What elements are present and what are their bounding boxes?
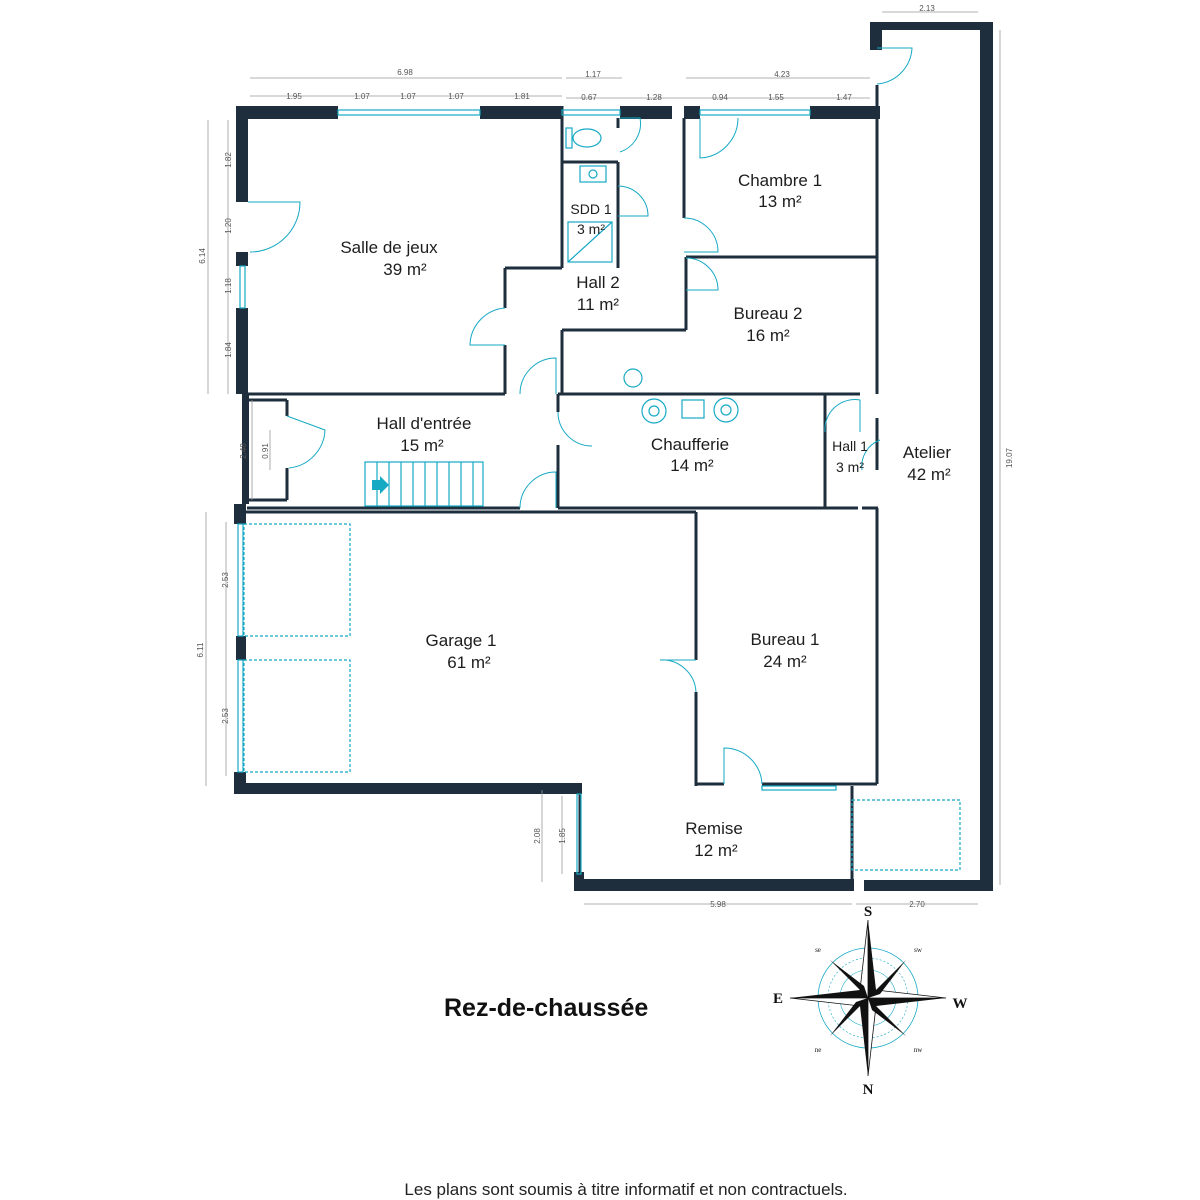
dim-left-b: 1.20 xyxy=(224,218,233,234)
dim-top-a: 1.95 xyxy=(286,92,302,101)
dim-bottom-b: 2.70 xyxy=(909,900,925,909)
dim-left-total: 6.14 xyxy=(198,248,207,264)
room-hall1-area: 3 m² xyxy=(836,459,864,475)
room-labels: Salle de jeux 39 m² SDD 1 3 m² Chambre 1… xyxy=(340,171,951,860)
room-hall1-name: Hall 1 xyxy=(832,438,868,454)
dim-top-c: 1.07 xyxy=(400,92,416,101)
dim-left-d: 1.84 xyxy=(224,342,233,358)
dim-top-total: 6.98 xyxy=(397,68,413,77)
room-hall2-name: Hall 2 xyxy=(576,273,619,292)
dim-right-total: 19.07 xyxy=(1005,447,1014,468)
dim-sdd-a: 0.67 xyxy=(581,93,597,102)
room-salle-de-jeux-area: 39 m² xyxy=(383,260,427,279)
room-chaufferie-area: 14 m² xyxy=(670,456,714,475)
room-atelier-name: Atelier xyxy=(903,443,952,462)
dimension-labels: 6.98 1.95 1.07 1.07 1.07 1.81 1.17 0.67 … xyxy=(196,4,1014,909)
dim-garage-a: 2.53 xyxy=(221,572,230,588)
compass-east: E xyxy=(773,991,783,1007)
room-hall-entree-area: 15 m² xyxy=(400,436,444,455)
dim-left-a: 1.82 xyxy=(224,152,233,168)
dim-ch-c: 1.47 xyxy=(836,93,852,102)
windows xyxy=(237,109,961,875)
dim-top-e: 1.81 xyxy=(514,92,530,101)
room-garage1-area: 61 m² xyxy=(447,653,491,672)
dim-garage-b: 2.53 xyxy=(221,708,230,724)
plan-title: Rez-de-chaussée xyxy=(444,994,649,1022)
dim-sdd-b: 1.28 xyxy=(646,93,662,102)
plan-disclaimer: Les plans sont soumis à titre informatif… xyxy=(404,1180,848,1199)
dim-ch-a: 0.94 xyxy=(712,93,728,102)
compass-west: W xyxy=(953,996,968,1012)
room-chambre1-name: Chambre 1 xyxy=(738,171,822,190)
compass-sw: sw xyxy=(914,946,923,954)
fixtures xyxy=(364,127,739,507)
compass-nw: nw xyxy=(914,1046,924,1054)
dim-bottom-a: 5.98 xyxy=(710,900,726,909)
room-atelier-area: 42 m² xyxy=(907,465,951,484)
room-remise-name: Remise xyxy=(685,819,743,838)
compass-ne: ne xyxy=(815,1046,822,1054)
dim-sdd-total: 1.17 xyxy=(585,70,601,79)
dim-left-c: 1.18 xyxy=(224,278,233,294)
dim-atelier-top: 2.13 xyxy=(919,4,935,13)
compass-south: S xyxy=(864,904,872,920)
dim-remise-left-b: 1.85 xyxy=(558,828,567,844)
doors xyxy=(248,47,913,785)
room-bureau1-name: Bureau 1 xyxy=(751,630,820,649)
room-remise-area: 12 m² xyxy=(694,841,738,860)
room-hall2-area: 11 m² xyxy=(577,295,620,314)
room-sdd1-area: 3 m² xyxy=(577,221,605,237)
compass-rose-icon: S N E W se sw ne nw xyxy=(773,904,968,1098)
room-chambre1-area: 13 m² xyxy=(758,192,802,211)
room-garage1-name: Garage 1 xyxy=(426,631,497,650)
room-chaufferie-name: Chaufferie xyxy=(651,435,729,454)
dim-ch-b: 1.55 xyxy=(768,93,784,102)
dim-hall-left-b: 0.91 xyxy=(261,443,270,459)
stair-arrow-icon xyxy=(372,476,389,494)
staircase xyxy=(364,461,484,507)
dimension-lines xyxy=(205,11,1001,905)
dim-garage-left: 6.11 xyxy=(196,642,205,658)
interior-walls xyxy=(244,85,879,880)
room-bureau2-name: Bureau 2 xyxy=(734,304,803,323)
dim-hall-left: 2.48 xyxy=(239,443,248,459)
dim-ch-total: 4.23 xyxy=(774,70,790,79)
dim-top-d: 1.07 xyxy=(448,92,464,101)
room-sdd1-name: SDD 1 xyxy=(570,201,611,217)
room-bureau2-area: 16 m² xyxy=(746,326,790,345)
room-bureau1-area: 24 m² xyxy=(763,652,807,671)
dim-remise-left: 2.08 xyxy=(533,828,542,844)
compass-north: N xyxy=(863,1082,874,1098)
exterior-walls xyxy=(234,22,993,891)
dim-top-b: 1.07 xyxy=(354,92,370,101)
room-salle-de-jeux-name: Salle de jeux xyxy=(340,238,438,257)
compass-se: se xyxy=(815,946,821,954)
room-hall-entree-name: Hall d'entrée xyxy=(377,414,472,433)
